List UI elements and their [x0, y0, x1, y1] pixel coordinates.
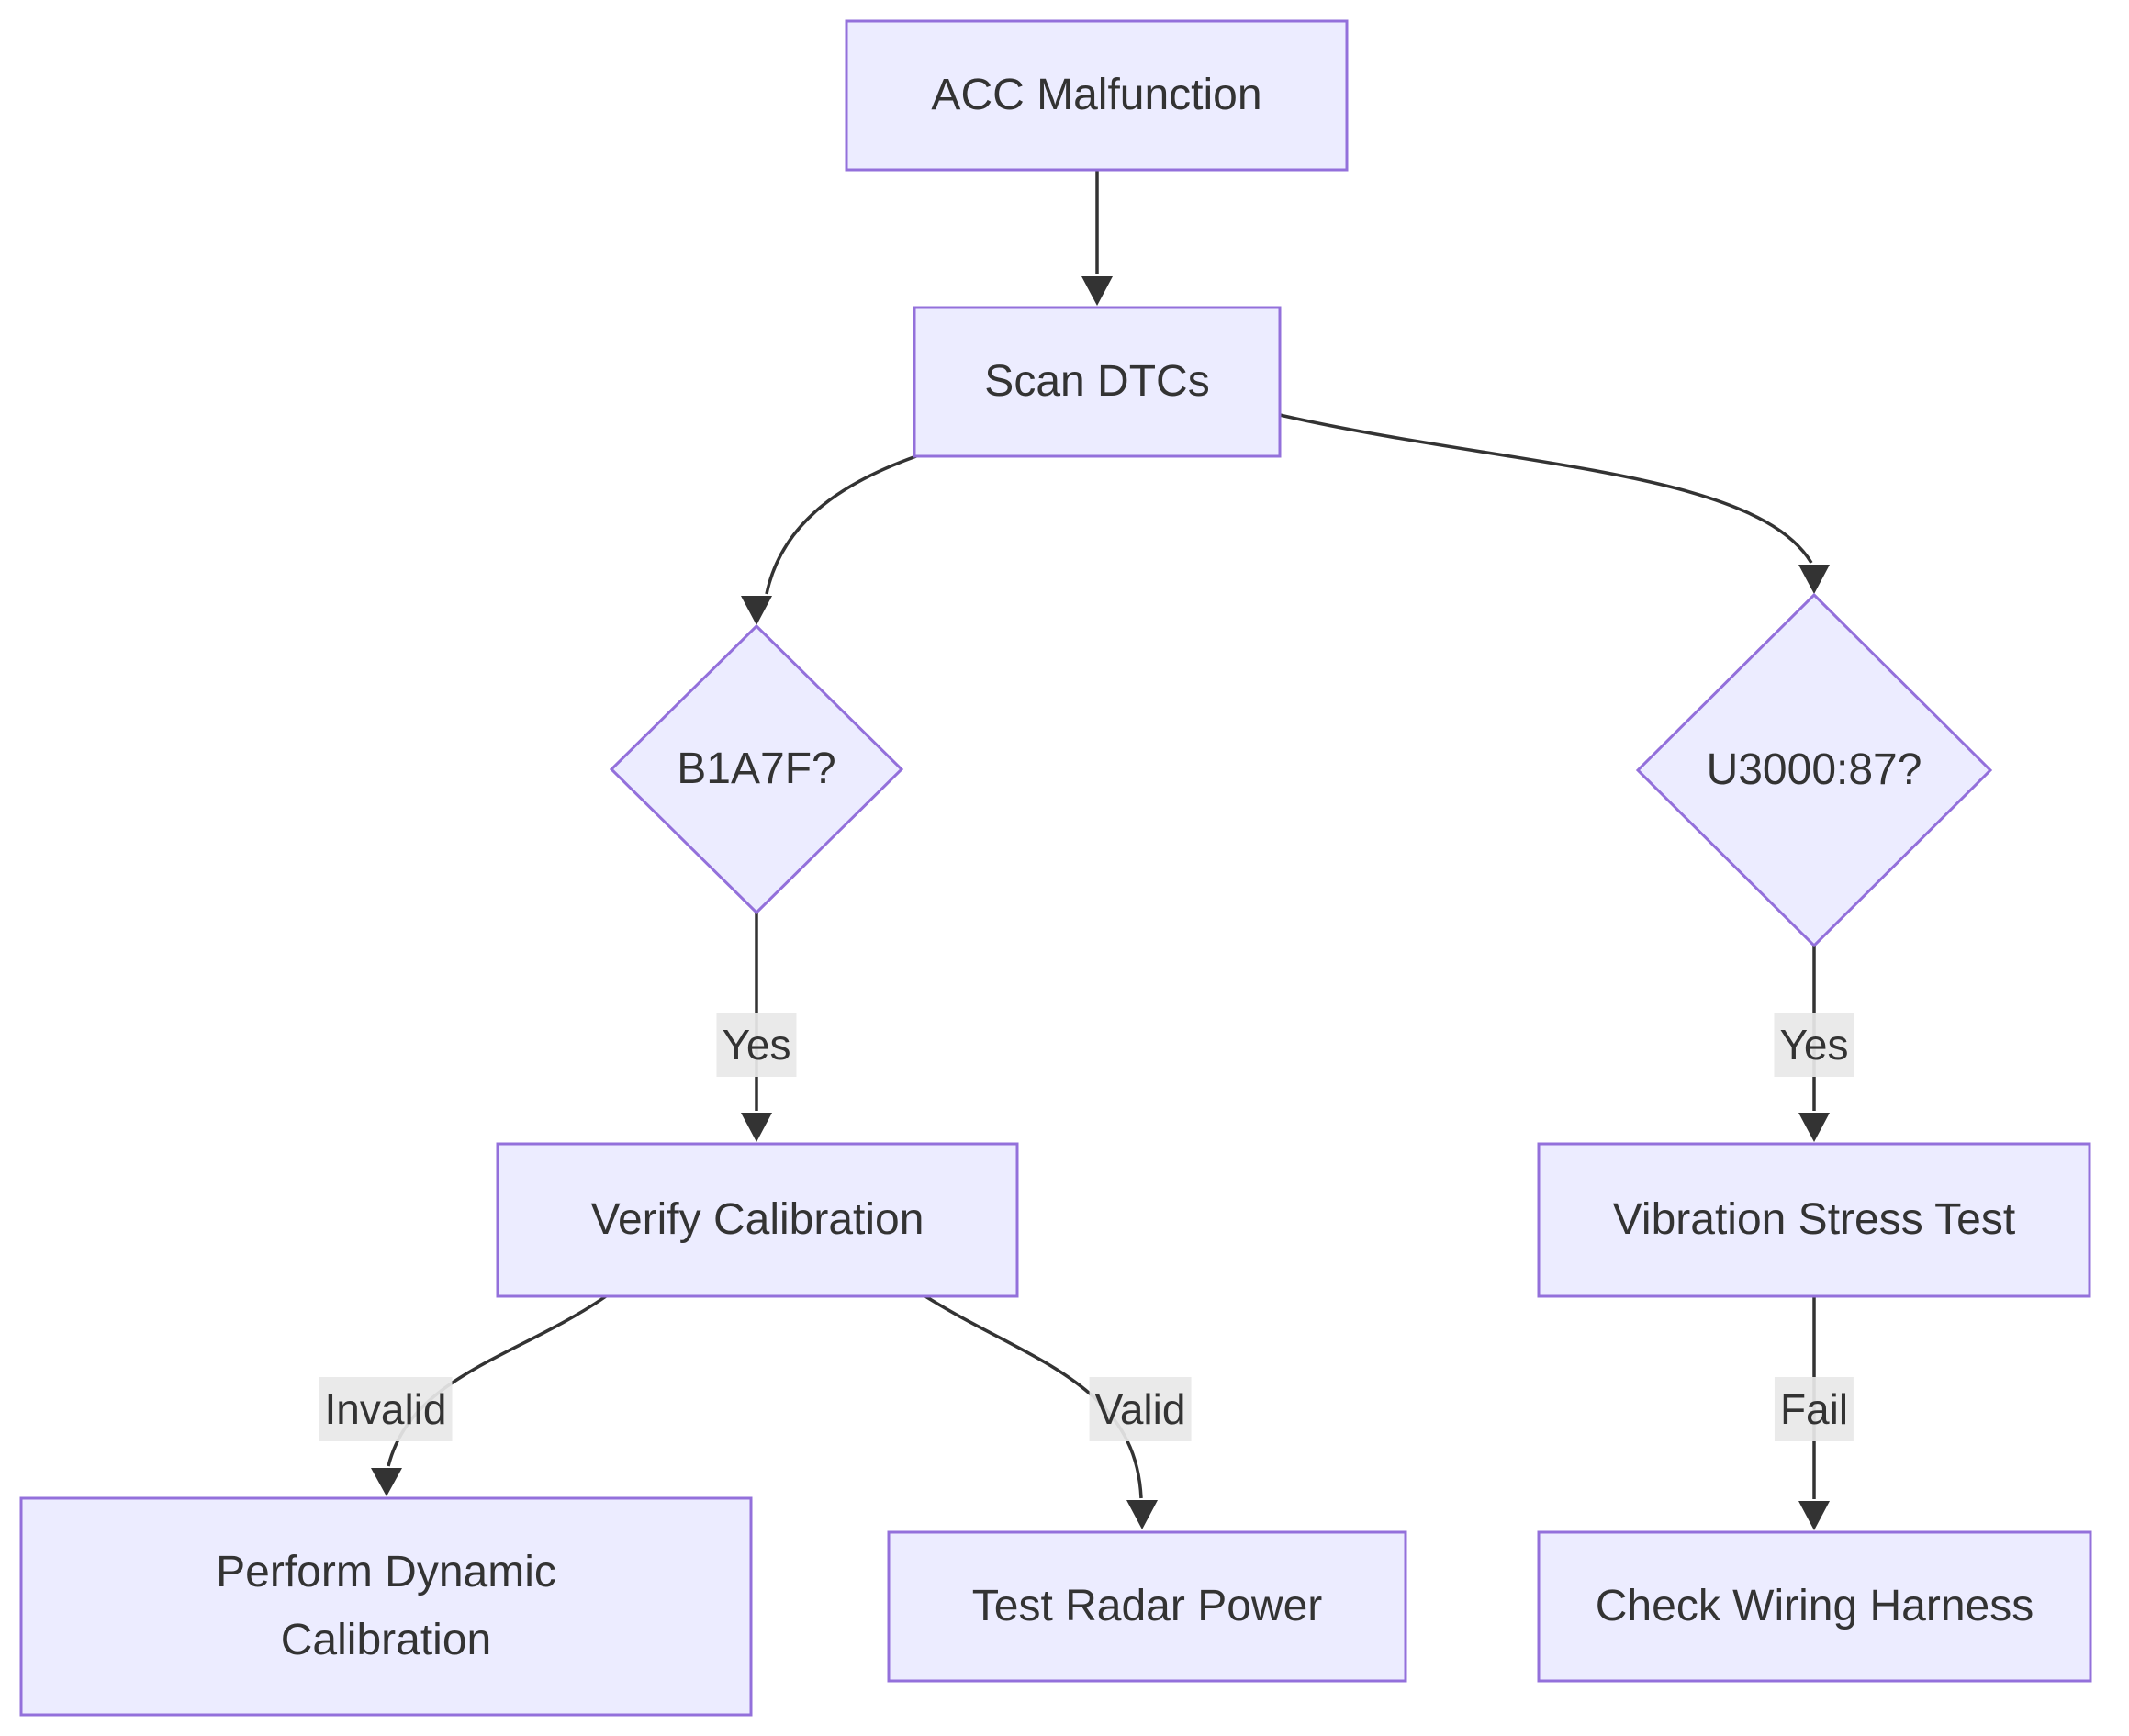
node-b1a7f-label: B1A7F? — [677, 744, 836, 793]
node-test-radar-power-label: Test Radar Power — [971, 1581, 1323, 1630]
edge-label-invalid: Invalid — [319, 1377, 453, 1441]
arrowhead — [1081, 276, 1113, 306]
edge-label-fail: Fail — [1774, 1377, 1854, 1441]
arrowhead — [1798, 1501, 1830, 1530]
edge-label-valid: Valid — [1089, 1377, 1192, 1441]
node-vibration-stress-test-shape — [1537, 1142, 2091, 1298]
arrowhead — [1798, 1113, 1830, 1142]
arrowhead — [1126, 1500, 1158, 1529]
node-acc-malfunction-shape — [845, 19, 1349, 172]
edge-label-yes-left: Yes — [716, 1013, 797, 1077]
node-check-wiring-harness-shape — [1537, 1530, 2092, 1683]
edge-verify-to-radar — [924, 1294, 1143, 1499]
node-scan-dtcs-label: Scan DTCs — [984, 356, 1210, 406]
node-vibration-stress-test-label: Vibration Stress Test — [1612, 1194, 2016, 1244]
arrowhead — [741, 596, 772, 625]
arrowhead — [371, 1468, 402, 1496]
node-perform-dynamic-calibration-shape — [19, 1496, 753, 1717]
arrowhead — [1798, 565, 1830, 594]
node-acc-malfunction-label: ACC Malfunction — [931, 70, 1262, 119]
arrowhead — [741, 1113, 772, 1142]
node-perform-dynamic-calibration-label: Perform Dynamic Calibration — [21, 1498, 751, 1715]
node-check-wiring-harness-label: Check Wiring Harness — [1595, 1581, 2034, 1630]
node-test-radar-power-shape — [887, 1530, 1407, 1683]
node-verify-calibration-shape — [496, 1142, 1019, 1298]
node-scan-dtcs-shape — [913, 306, 1282, 458]
node-verify-calibration-label: Verify Calibration — [590, 1194, 924, 1244]
node-b1a7f-shape — [609, 623, 904, 915]
node-u3000-shape — [1635, 592, 1993, 948]
node-perform-dynamic-calibration-text: Perform Dynamic Calibration — [216, 1547, 556, 1664]
edge-scan-to-b1a7f — [765, 454, 917, 595]
edge-scan-to-u3000 — [1279, 413, 1813, 564]
node-u3000-label: U3000:87? — [1706, 745, 1922, 794]
edge-label-yes-right: Yes — [1774, 1013, 1854, 1077]
